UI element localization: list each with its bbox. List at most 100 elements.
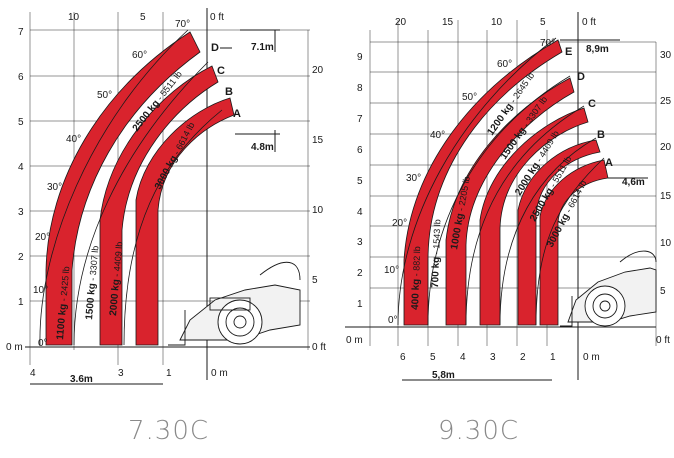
left-angle-50: 50°: [97, 90, 112, 101]
left-top-tick-5: 5: [140, 12, 146, 23]
right-load-700-kg: 700 kg: [430, 257, 442, 289]
right-bottom-tick-6: 6: [400, 352, 406, 363]
right-y-tick-8: 8: [357, 83, 363, 94]
right-angle-60: 60°: [497, 59, 512, 70]
left-load-1100-kg: 1100 kg: [55, 303, 69, 340]
model-caption-left: 7.30C: [128, 416, 210, 446]
left-reach-3-6m: 3.6m: [70, 374, 93, 385]
right-y-tick-2: 2: [357, 268, 363, 279]
left-y-tick-5: 5: [18, 117, 24, 128]
right-height-8-9m: 8,9m: [586, 44, 609, 55]
left-right-tick-0: 0 ft: [312, 342, 326, 353]
right-height-4-6m: 4,6m: [622, 177, 645, 188]
left-angle-60: 60°: [132, 50, 147, 61]
left-angle-20: 20°: [35, 232, 50, 243]
left-y-tick-7: 7: [18, 27, 24, 38]
left-height-4-8m: 4.8m: [251, 142, 274, 153]
right-top-tick-10: 10: [491, 17, 503, 28]
left-bottom-tick-0: 0 m: [211, 368, 228, 379]
left-load-1500-kg: 1500 kg: [84, 283, 98, 321]
right-top-tick-15: 15: [442, 17, 454, 28]
svg-text:1500 kg - 3307 lb: 1500 kg - 3307 lb: [84, 245, 101, 320]
left-y-tick-1: 1: [18, 297, 24, 308]
band-3000kg: [135, 97, 235, 346]
left-angle-70: 70°: [175, 19, 190, 30]
svg-text:700 kg - 1543 lb: 700 kg - 1543 lb: [430, 219, 443, 288]
left-boom-C: C: [217, 65, 225, 77]
right-angle-70: 70°: [540, 38, 555, 49]
right-angle-40: 40°: [430, 130, 445, 141]
band-2500kg: [517, 139, 601, 326]
left-right-tick-15: 15: [312, 135, 324, 146]
svg-text:2000 kg - 4409 lb: 2000 kg - 4409 lb: [108, 241, 125, 316]
left-boom-A: A: [233, 108, 241, 120]
right-y-tick-9: 9: [357, 52, 363, 63]
right-bottom-tick-5: 5: [430, 352, 436, 363]
band-400kg: [403, 39, 563, 326]
right-right-tick-30: 30: [660, 50, 672, 61]
left-machine-drawing: [168, 261, 301, 346]
right-right-tick-0: 0 ft: [656, 335, 670, 346]
left-right-tick-10: 10: [312, 205, 324, 216]
chart-9-30c: 9 8 7 6 5 4 3 2 1 0 m 20 15 10 5 0 ft 30…: [345, 12, 672, 381]
right-load-700-lb: 1543 lb: [431, 219, 442, 249]
left-top-tick-0: 0 ft: [210, 12, 224, 23]
right-y-tick-4: 4: [357, 207, 363, 218]
left-load-2000-lb: 4409 lb: [112, 241, 125, 271]
left-load-1500-lb: 3307 lb: [88, 245, 101, 275]
left-angle-40: 40°: [66, 134, 81, 145]
left-top-tick-10: 10: [68, 12, 80, 23]
band-1500kg: [479, 107, 589, 326]
right-y-tick-6: 6: [357, 145, 363, 156]
right-reach-5-8m: 5,8m: [432, 370, 455, 381]
right-angle-0: 0°: [388, 315, 398, 326]
right-right-tick-5: 5: [660, 286, 666, 297]
right-load-bands: [403, 39, 609, 326]
right-top-tick-5: 5: [540, 17, 546, 28]
right-y-tick-1: 1: [357, 299, 363, 310]
right-boom-D: D: [577, 71, 585, 83]
band-2000kg: [99, 65, 219, 346]
left-angle-30: 30°: [47, 182, 62, 193]
left-y-tick-2: 2: [18, 252, 24, 263]
right-boom-C: C: [588, 98, 596, 110]
right-boom-E: E: [565, 46, 572, 58]
left-y-tick-4: 4: [18, 162, 24, 173]
left-load-bands: [45, 31, 235, 346]
band-1100kg: [45, 31, 201, 346]
right-right-tick-20: 20: [660, 142, 672, 153]
svg-text:400 kg - 882 lb: 400 kg - 882 lb: [410, 246, 423, 310]
right-right-tick-15: 15: [660, 191, 672, 202]
left-height-7-1m: 7.1m: [251, 42, 274, 53]
left-bottom-tick-1: 1: [166, 368, 172, 379]
right-bottom-tick-1: 1: [550, 352, 556, 363]
right-bottom-tick-0: 0 m: [583, 352, 600, 363]
right-y-tick-0: 0 m: [346, 335, 363, 346]
right-bottom-tick-4: 4: [460, 352, 466, 363]
left-right-tick-20: 20: [312, 65, 324, 76]
left-boom-B: B: [225, 86, 233, 98]
right-right-tick-10: 10: [660, 238, 672, 249]
right-angle-50: 50°: [462, 92, 477, 103]
right-load-400-lb: 882 lb: [411, 246, 422, 271]
right-top-tick-20: 20: [395, 17, 407, 28]
left-y-tick-6: 6: [18, 72, 24, 83]
left-boom-D: D: [211, 42, 219, 54]
svg-text:1100 kg - 2425 lb: 1100 kg - 2425 lb: [55, 266, 72, 340]
left-y-tick-0: 0 m: [6, 342, 23, 353]
right-y-tick-3: 3: [357, 237, 363, 248]
left-bottom-tick-2: 3: [118, 368, 124, 379]
left-right-tick-5: 5: [312, 275, 318, 286]
right-bottom-tick-2: 2: [520, 352, 526, 363]
left-y-tick-3: 3: [18, 207, 24, 218]
left-angle-0: 0°: [38, 338, 48, 349]
right-angle-30: 30°: [406, 173, 421, 184]
left-bottom-tick-4: 4: [30, 368, 36, 379]
left-load-1100-lb: 2425 lb: [59, 266, 72, 296]
right-machine-drawing: [560, 250, 657, 327]
right-top-tick-0: 0 ft: [582, 17, 596, 28]
right-angle-20: 20°: [392, 218, 407, 229]
chart-7-30c: 7 6 5 4 3 2 1 0 m 10 5 0 ft 20 15 10 5 0…: [6, 8, 326, 385]
left-angle-10: 10°: [33, 285, 48, 296]
band-1000kg: [445, 77, 575, 326]
